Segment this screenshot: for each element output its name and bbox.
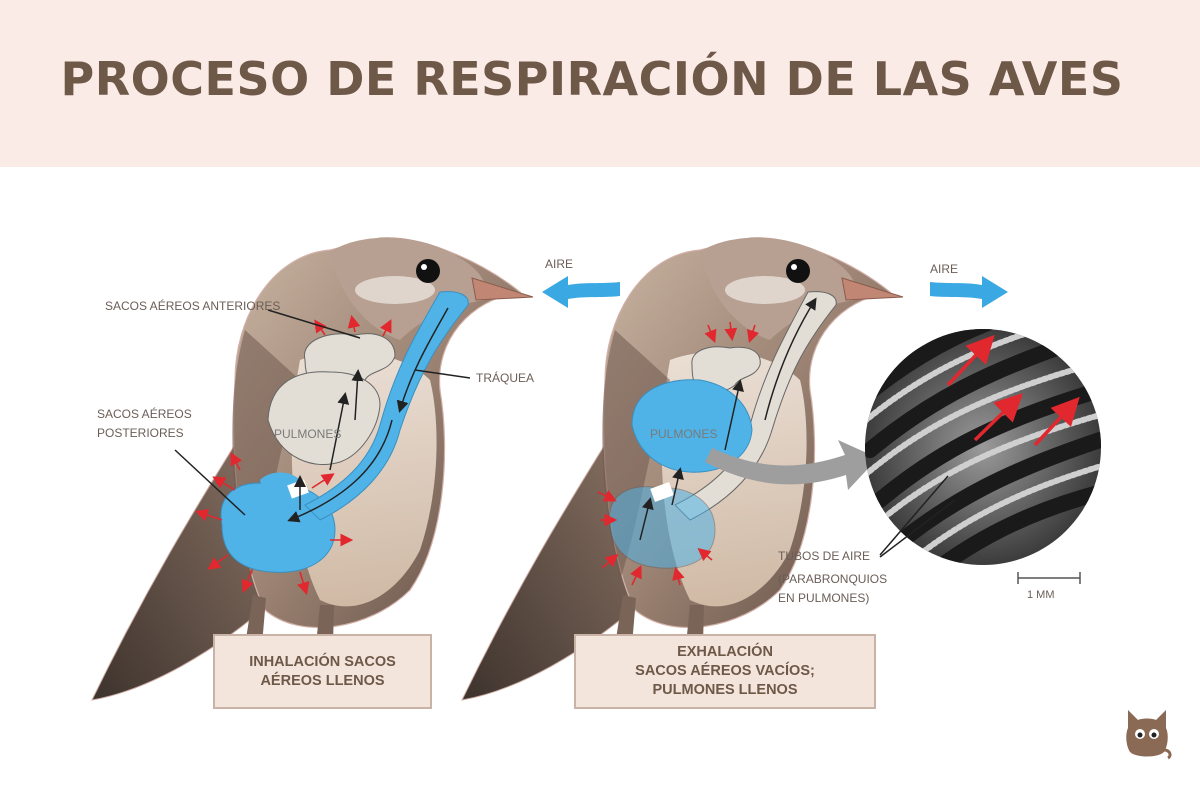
header-banner: [0, 0, 1200, 167]
exhalation-caption-line: PULMONES LLENOS: [652, 682, 798, 698]
exhalation-caption-line: EXHALACIÓN: [677, 644, 773, 660]
inhalation-caption: INHALACIÓN SACOS AÉREOS LLENOS: [213, 634, 432, 709]
trachea-label: TRÁQUEA: [476, 371, 535, 385]
lungs-label-exhalation: PULMONES: [650, 427, 718, 441]
bird-inhalation: [91, 237, 534, 701]
posterior-air-sacs-label-2: POSTERIORES: [97, 426, 184, 440]
page-title: PROCESO DE RESPIRACIÓN DE LAS AVES: [60, 52, 1124, 106]
inhalation-caption-line: AÉREOS LLENOS: [260, 672, 385, 689]
inhalation-caption-line: INHALACIÓN SACOS: [249, 653, 396, 670]
scale-label: 1 MM: [1027, 589, 1055, 601]
air-label-in: AIRE: [545, 257, 574, 271]
exhalation-caption-line: SACOS AÉREOS VACÍOS;: [635, 663, 815, 679]
exhalation-caption: EXHALACIÓN SACOS AÉREOS VACÍOS; PULMONES…: [574, 634, 876, 709]
bird-exhalation: [461, 237, 904, 701]
parabronchi-label-1: (PARABRONQUIOS: [778, 572, 888, 586]
air-label-out: AIRE: [930, 262, 959, 276]
air-flow-arrow: [542, 276, 620, 308]
scale-bar: [1017, 572, 1081, 584]
lungs-label-inhalation: PULMONES: [274, 427, 342, 441]
air-tubes-label: TUBOS DE AIRE: [778, 549, 871, 563]
parabronchi-label-2: EN PULMONES): [778, 591, 870, 605]
magnified-lung-tissue: [865, 329, 1101, 565]
anterior-air-sacs-label: SACOS AÉREOS ANTERIORES: [105, 299, 281, 313]
posterior-air-sacs-label-1: SACOS AÉREOS: [97, 407, 192, 421]
cat-logo-icon: [1126, 710, 1172, 760]
